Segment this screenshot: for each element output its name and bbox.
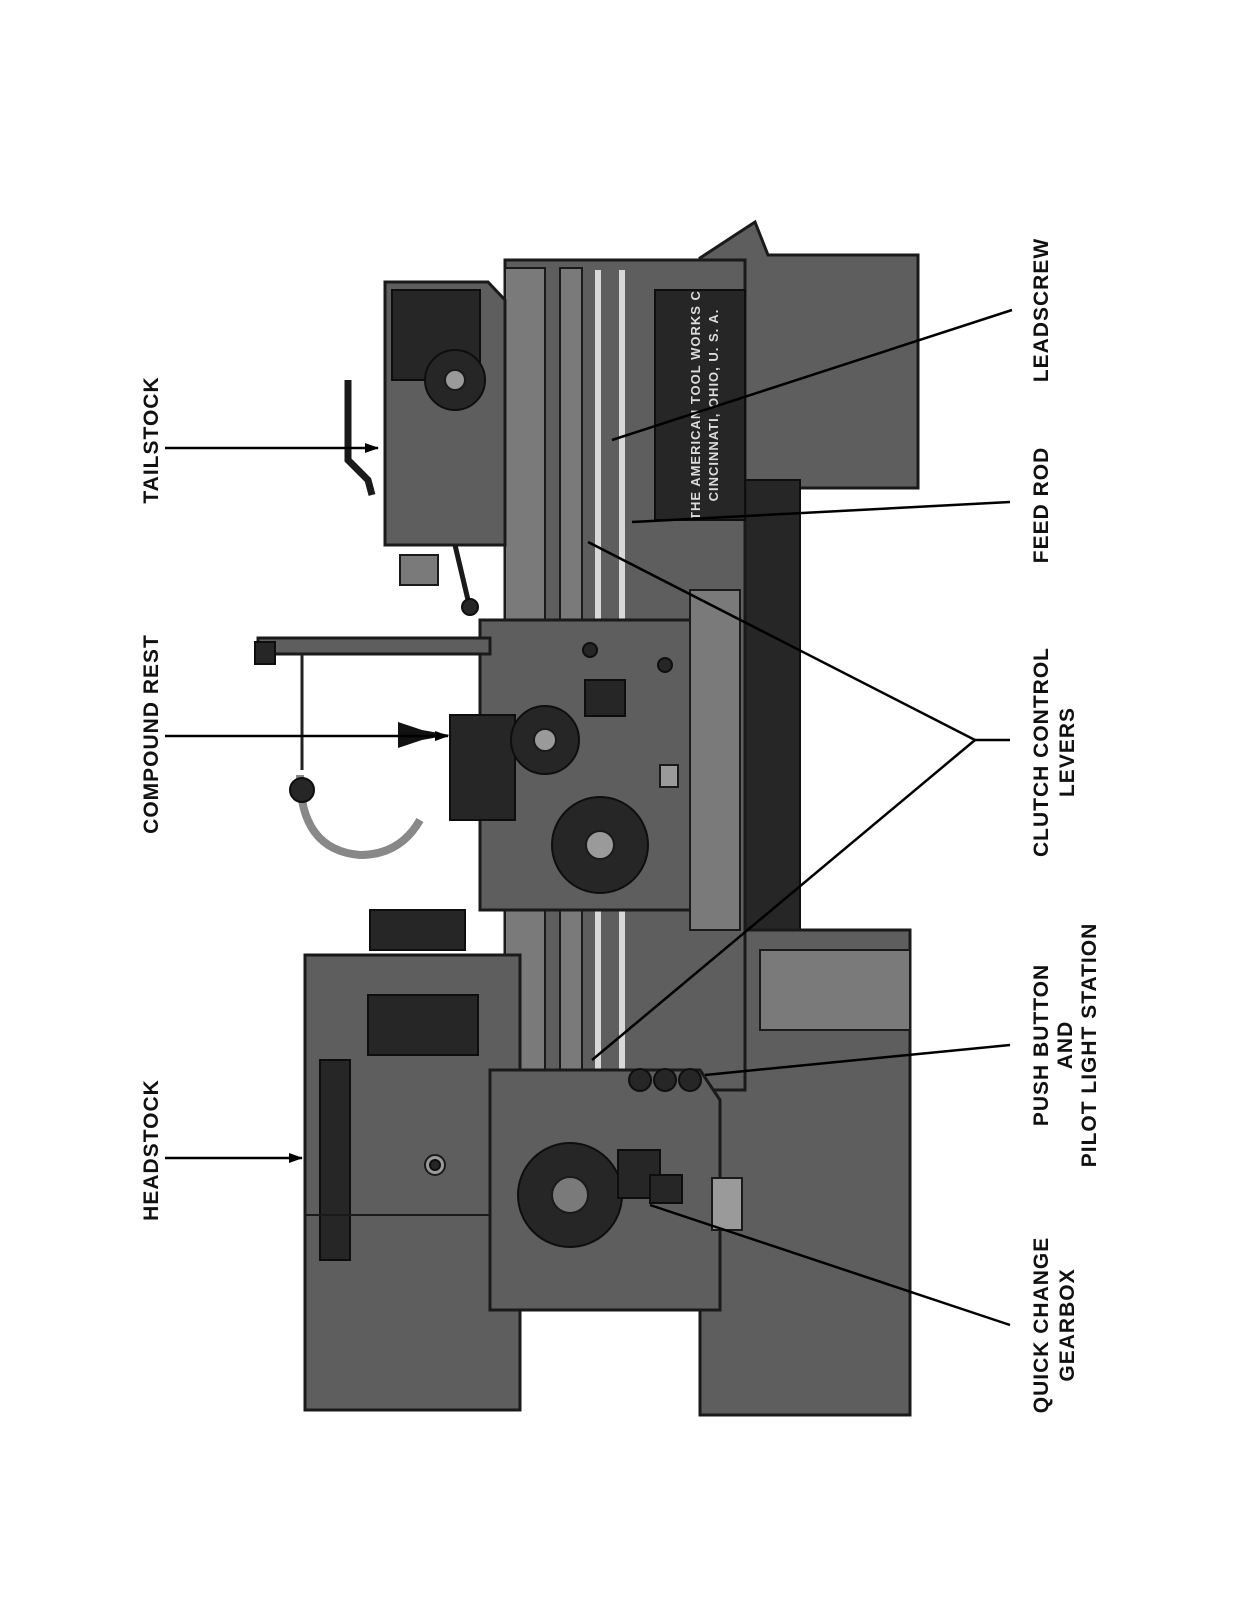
- label-compound-rest: COMPOUND REST: [140, 634, 163, 834]
- carriage-apron: [398, 589, 741, 931]
- gearbox-body: [488, 1068, 743, 1312]
- leadscrew-leader: [611, 308, 1013, 442]
- label-push-button-line-1: PUSH BUTTON: [1030, 964, 1053, 1126]
- label-tailstock: TAILSTOCK: [140, 376, 163, 503]
- tailstock-body: [344, 280, 507, 616]
- label-gearbox-line-1: QUICK CHANGE: [1030, 1237, 1053, 1414]
- nameplate-line-1: THE AMERICAN TOOL WORKS C: [688, 290, 703, 520]
- label-clutch-line-2: LEVERS: [1056, 707, 1079, 797]
- pedestal-step: [759, 949, 911, 1031]
- gearbox-leader: [649, 1203, 1011, 1327]
- label-gearbox-line-2: GEARBOX: [1056, 1268, 1079, 1381]
- label-push-button-line-3: PILOT LIGHT STATION: [1078, 923, 1101, 1168]
- leaders: [165, 308, 1013, 1327]
- lathe-photo: [254, 219, 920, 1417]
- clutch-leader-a: [587, 540, 976, 742]
- feed-rod-leader: [631, 500, 1011, 524]
- label-headstock: HEADSTOCK: [140, 1079, 163, 1221]
- coolant-arm: [254, 636, 492, 860]
- labels: HEADSTOCK COMPOUND REST TAILSTOCK QUICK …: [140, 238, 1101, 1413]
- label-feed-rod: FEED ROD: [1030, 447, 1053, 564]
- label-leadscrew: LEADSCREW: [1030, 238, 1053, 382]
- headstock-body: [303, 909, 522, 1412]
- label-push-button-line-2: AND: [1054, 1021, 1077, 1070]
- clutch-leader-b: [591, 739, 976, 1061]
- bed-base: [739, 479, 801, 961]
- label-clutch-line-1: CLUTCH CONTROL: [1030, 647, 1053, 857]
- nameplate-line-2: CINCINNATI, OHIO, U. S. A.: [706, 309, 721, 502]
- push-button-leader: [704, 1043, 1011, 1077]
- nameplate: THE AMERICAN TOOL WORKS C CINCINNATI, OH…: [688, 290, 721, 520]
- nameplate-panel: [654, 289, 746, 521]
